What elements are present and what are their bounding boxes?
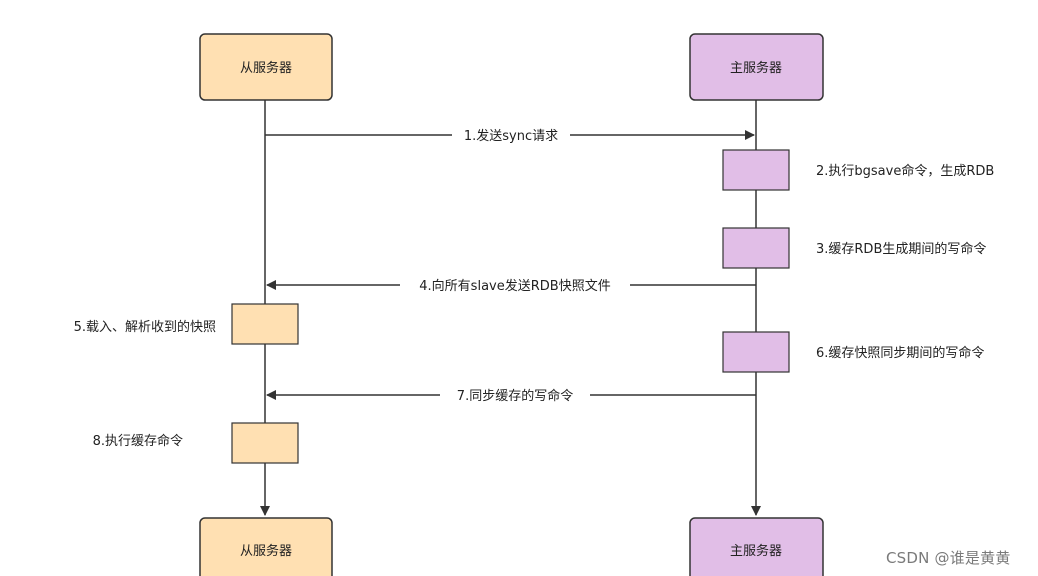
slave-participant-bottom: 从服务器 bbox=[199, 517, 333, 576]
activation-2 bbox=[722, 149, 790, 191]
master-label-bottom: 主服务器 bbox=[730, 543, 782, 559]
slave-label-top: 从服务器 bbox=[240, 60, 292, 76]
message-7-label: 7.同步缓存的写命令 bbox=[457, 388, 573, 404]
csdn-watermark: CSDN @谁是黄黄 bbox=[886, 549, 1011, 567]
slave-label-bottom: 从服务器 bbox=[240, 543, 292, 559]
master-participant-top: 主服务器 bbox=[689, 33, 824, 101]
activation-3 bbox=[722, 227, 790, 269]
note-5: 5.载入、解析收到的快照 bbox=[74, 319, 216, 335]
note-3: 3.缓存RDB生成期间的写命令 bbox=[816, 241, 986, 257]
message-4-label: 4.向所有slave发送RDB快照文件 bbox=[419, 278, 610, 294]
master-label-top: 主服务器 bbox=[730, 60, 782, 76]
activation-5 bbox=[231, 303, 299, 345]
note-8: 8.执行缓存命令 bbox=[93, 433, 183, 449]
activation-6 bbox=[722, 331, 790, 373]
note-6: 6.缓存快照同步期间的写命令 bbox=[816, 345, 984, 361]
message-1-label: 1.发送sync请求 bbox=[464, 128, 558, 144]
master-participant-bottom: 主服务器 bbox=[689, 517, 824, 576]
note-2: 2.执行bgsave命令，生成RDB bbox=[816, 163, 994, 179]
activation-8 bbox=[231, 422, 299, 464]
slave-participant-top: 从服务器 bbox=[199, 33, 333, 101]
